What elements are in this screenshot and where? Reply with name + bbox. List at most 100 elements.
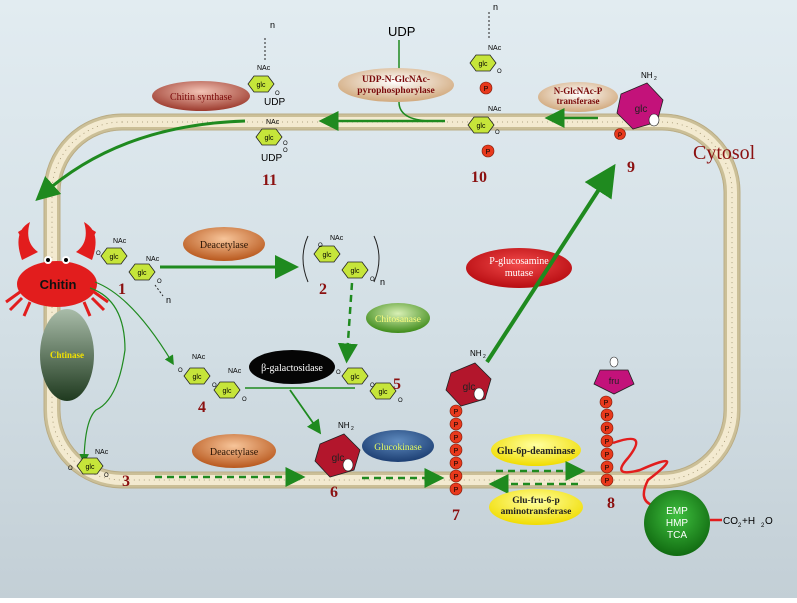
glucosamine-6: NH 2 glc xyxy=(314,421,361,478)
svg-text:Glu-fru-6-p: Glu-fru-6-p xyxy=(512,496,560,506)
svg-text:glc: glc xyxy=(257,82,266,89)
chitosan-oligomer-2: NAc glc O glc O n xyxy=(302,235,385,287)
svg-text:O: O xyxy=(370,277,375,283)
svg-text:UDP-N-GlcNAc-: UDP-N-GlcNAc- xyxy=(362,75,430,85)
svg-text:Chitosanase: Chitosanase xyxy=(375,315,421,325)
svg-text:O: O xyxy=(178,368,183,374)
svg-text:fru: fru xyxy=(609,376,620,386)
deacetylase-top-enzyme: Deacetylase xyxy=(183,227,265,261)
fructose-6p-8: fru P P P P P P P xyxy=(593,356,635,487)
svg-text:Glu-6p-deaminase: Glu-6p-deaminase xyxy=(497,446,576,457)
svg-text:glc: glc xyxy=(379,389,388,396)
svg-text:P: P xyxy=(605,426,610,433)
svg-text:2: 2 xyxy=(761,523,765,529)
step-number-1: 1 xyxy=(118,281,126,298)
svg-text:NAc: NAc xyxy=(192,354,206,361)
svg-text:β-galactosidase: β-galactosidase xyxy=(261,363,323,374)
svg-text:P: P xyxy=(604,400,609,407)
svg-text:HMP: HMP xyxy=(666,518,689,529)
svg-text:NAc: NAc xyxy=(488,106,502,113)
svg-text:NH: NH xyxy=(338,421,350,430)
svg-text:O: O xyxy=(275,91,280,97)
svg-text:Chitin synthase: Chitin synthase xyxy=(170,92,233,103)
svg-text:n: n xyxy=(270,20,275,30)
svg-text:O: O xyxy=(495,130,500,136)
cytosol-label: Cytosol xyxy=(693,142,756,164)
step-number-9: 9 xyxy=(627,159,635,176)
glucosamine-1p-9: NH 2 glc P xyxy=(614,71,664,140)
svg-text:O: O xyxy=(765,516,773,527)
glucosamine-6p-7: NH 2 glc P P P P P P P xyxy=(445,349,492,496)
svg-text:NH: NH xyxy=(641,71,653,80)
svg-text:O: O xyxy=(283,141,288,147)
step-number-10: 10 xyxy=(471,169,487,186)
chitin-label: Chitin xyxy=(40,277,77,292)
svg-text:NAc: NAc xyxy=(228,368,242,375)
svg-text:aminotransferase: aminotransferase xyxy=(501,507,572,517)
glcnac-1p-top: n NAc glc O P xyxy=(469,2,502,95)
arrow-synthase-to-chitin xyxy=(35,119,246,202)
svg-text:2: 2 xyxy=(654,76,657,82)
arrow-chitin-to-4 xyxy=(94,281,174,366)
arrow-chitin-to-3 xyxy=(79,287,126,464)
svg-text:glc: glc xyxy=(351,268,360,275)
fructose-to-emp-line xyxy=(612,437,669,507)
svg-text:glc: glc xyxy=(635,104,648,115)
svg-text:pyrophosphorylase: pyrophosphorylase xyxy=(357,86,434,96)
svg-text:N-GlcNAc-P: N-GlcNAc-P xyxy=(554,86,603,96)
glcnac-monomer-3: NAc O glc O xyxy=(68,449,109,479)
co2-h2o-label: CO 2 +H 2 O xyxy=(723,516,773,529)
svg-text:P: P xyxy=(454,448,459,455)
svg-text:n: n xyxy=(380,277,385,287)
svg-text:P: P xyxy=(454,422,459,429)
chitosanase-enzyme: Chitosanase xyxy=(366,303,430,333)
step-number-3: 3 xyxy=(122,473,130,490)
svg-text:n: n xyxy=(166,295,171,305)
chitinase-enzyme: Chtinase xyxy=(40,309,94,401)
step-number-4: 4 xyxy=(198,399,206,416)
svg-text:glc: glc xyxy=(110,254,119,261)
svg-text:Deacetylase: Deacetylase xyxy=(200,240,249,251)
svg-text:Glucokinase: Glucokinase xyxy=(374,443,422,453)
svg-text:P: P xyxy=(618,133,622,139)
chitin-crab-icon xyxy=(5,222,109,317)
svg-text:mutase: mutase xyxy=(505,268,534,279)
arrow-2-to-5 xyxy=(337,282,358,364)
step-number-6: 6 xyxy=(330,484,338,501)
svg-text:O: O xyxy=(212,383,217,389)
svg-text:NH: NH xyxy=(470,349,482,358)
svg-text:glc: glc xyxy=(86,464,95,471)
svg-text:transferase: transferase xyxy=(557,96,600,106)
svg-text:UDP: UDP xyxy=(261,153,282,164)
udp-pyrophosphorylase-enzyme: UDP-N-GlcNAc- pyrophosphorylase xyxy=(338,68,454,102)
svg-text:O: O xyxy=(157,279,162,285)
chitin-oligomer-1: NAc glc O NAc glc O n xyxy=(96,238,171,305)
svg-text:glc: glc xyxy=(193,374,202,381)
svg-text:glc: glc xyxy=(323,252,332,259)
svg-text:Deacetylase: Deacetylase xyxy=(210,447,259,458)
glcnac-dimer-4: NAc O glc O NAc glc O xyxy=(178,354,247,403)
step-number-7: 7 xyxy=(452,507,460,524)
svg-text:CO: CO xyxy=(723,516,738,527)
svg-text:NAc: NAc xyxy=(266,119,280,126)
chitobiose-5: O glc O glc O xyxy=(336,367,403,404)
nglcnac-p-transferase-enzyme: N-GlcNAc-P transferase xyxy=(538,82,618,112)
svg-text:NAc: NAc xyxy=(95,449,109,456)
svg-text:NAc: NAc xyxy=(257,65,271,72)
glucokinase-enzyme: Glucokinase xyxy=(362,430,434,462)
svg-text:glc: glc xyxy=(463,382,476,393)
svg-text:glc: glc xyxy=(265,135,274,142)
svg-text:P: P xyxy=(454,409,459,416)
step-number-8: 8 xyxy=(607,495,615,512)
svg-text:P: P xyxy=(454,487,459,494)
svg-text:P: P xyxy=(454,461,459,468)
arrow-beta-gal-to-6 xyxy=(289,389,322,435)
step-number-11: 11 xyxy=(262,172,277,189)
svg-text:NAc: NAc xyxy=(330,235,344,242)
step-number-2: 2 xyxy=(319,281,327,298)
svg-text:glc: glc xyxy=(332,453,345,464)
svg-text:P-glucosamine: P-glucosamine xyxy=(489,256,549,267)
svg-text:glc: glc xyxy=(351,374,360,381)
